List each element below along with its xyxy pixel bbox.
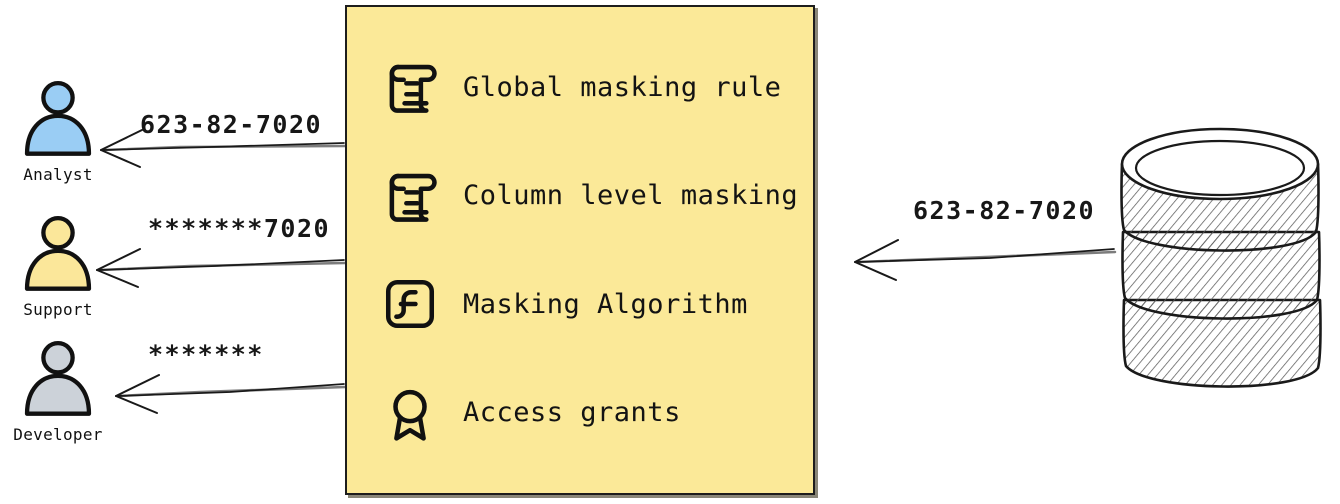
policy-row-label: Global masking rule: [463, 71, 782, 103]
persona-developer[interactable]: Developer: [0, 338, 118, 444]
user-avatar-icon: [24, 341, 92, 416]
policy-row-label: Masking Algorithm: [463, 288, 748, 320]
masking-policy-panel: Global masking rule Column level masking: [345, 5, 815, 495]
persona-analyst[interactable]: Analyst: [0, 78, 118, 184]
flow-label-database-input: 623-82-7020: [913, 196, 1096, 225]
persona-support[interactable]: Support: [0, 213, 118, 319]
user-avatar-icon: [24, 81, 92, 156]
flow-label-support-output: *******7020: [148, 214, 331, 243]
scroll-document-icon: [389, 173, 437, 222]
arrow-to-developer: [115, 374, 347, 414]
user-avatar-icon: [24, 216, 92, 291]
award-ribbon-icon: [393, 389, 427, 441]
flow-label-developer-output: *******: [148, 340, 264, 369]
flow-label-analyst-output: 623-82-7020: [140, 110, 323, 139]
policy-row-global-masking-rule[interactable]: Global masking rule: [347, 43, 813, 131]
function-square-icon: [385, 280, 435, 329]
policy-row-label: Access grants: [463, 397, 681, 429]
arrow-to-support: [96, 248, 347, 288]
persona-label: Support: [23, 300, 93, 319]
persona-label: Analyst: [23, 165, 93, 184]
scroll-document-icon: [389, 65, 437, 114]
policy-row-masking-algorithm[interactable]: Masking Algorithm: [347, 260, 813, 348]
arrow-database-to-panel: [854, 239, 1117, 281]
policy-row-access-grants[interactable]: Access grants: [347, 369, 813, 457]
database-cylinder: [1120, 127, 1322, 388]
policy-row-column-level-masking[interactable]: Column level masking: [347, 152, 813, 240]
persona-label: Developer: [13, 425, 103, 444]
policy-row-label: Column level masking: [463, 180, 799, 212]
